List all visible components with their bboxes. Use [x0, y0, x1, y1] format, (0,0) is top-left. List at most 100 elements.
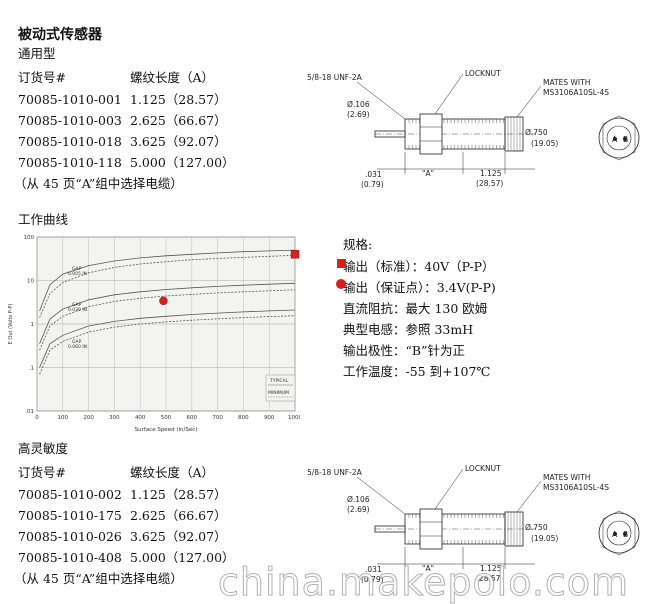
series-3-typical-line [39, 282, 296, 344]
sensor-outline [356, 468, 640, 569]
spec-item: 典型电感：参照 33mH [343, 322, 474, 337]
x-axis-label: Surface Speed (in/Sec) [135, 427, 198, 433]
x-tick-label: 700 [212, 415, 223, 421]
dia-large-label: Ø.750 [525, 523, 548, 532]
thread-header: 螺纹长度（A） [130, 70, 215, 85]
table-row: 70085-1010-118 5.000（127.00） [18, 152, 235, 171]
pin-b-label: B [623, 135, 628, 144]
x-tick-label: 400 [135, 415, 146, 421]
curve-title: 工作曲线 [18, 212, 69, 227]
series-2-minimum-line [39, 254, 296, 318]
dia-small-mm: (2.69) [347, 110, 370, 119]
spec-item: 直流阻抗：最大 130 欧姆 [343, 301, 488, 316]
locknut-label: LOCKNUT [465, 464, 501, 473]
spec-item: 工作温度：-55 到+107℃ [343, 364, 491, 379]
y-tick-label: 10 [27, 279, 34, 285]
x-tick-label: 800 [238, 415, 249, 421]
spec-item: 输出（保证点）：3.4V(P-P) [336, 277, 496, 296]
series-5-typical-line [39, 309, 296, 368]
thread-length: 1.125（28.57） [130, 92, 227, 107]
dim-031-mm: (0.79) [361, 575, 384, 584]
x-tick-label: 100 [58, 415, 69, 421]
dim-031: .031 [365, 170, 382, 179]
series-4-minimum-line [39, 289, 296, 351]
dia-small-label: Ø.106 [347, 100, 370, 109]
dia-large-mm: (19.05) [531, 139, 558, 148]
series-6-minimum-line [39, 315, 296, 375]
pin-a-label: A [612, 530, 618, 539]
chart-legend: TYPICAL MINIMUM [265, 374, 296, 402]
dia-small-mm: (2.69) [347, 505, 370, 514]
thread-length: 2.625（66.67） [130, 508, 227, 523]
watermark: china.makepolo.com [217, 560, 630, 604]
thread-length: 5.000（127.00） [130, 550, 235, 565]
x-tick-label: 200 [83, 415, 94, 421]
thread-length: 5.000（127.00） [130, 155, 235, 170]
square-marker-icon [337, 259, 346, 268]
table-row: 70085-1010-018 3.625（92.07） [18, 131, 227, 150]
part-number: 70085-1010-175 [18, 508, 122, 523]
x-tick-label: 0 [35, 415, 39, 421]
thread-length: 1.125（28.57） [130, 487, 227, 502]
part-number: 70085-1010-003 [18, 113, 122, 128]
section1-header: 订货号# 螺纹长度（A） [18, 67, 214, 86]
circle-data-marker [159, 296, 168, 306]
mates-part-label: MS3106A10SL-4S [543, 483, 609, 492]
spec-item: 输出（标准）：40V（P-P） [337, 256, 495, 275]
pin-b [623, 137, 627, 141]
section2-header: 订货号# 螺纹长度（A） [18, 462, 214, 481]
dim-a: "A" [422, 564, 434, 573]
thread-length: 3.625（92.07） [130, 134, 227, 149]
part-number: 70085-1010-118 [18, 155, 122, 170]
end-view-outer [598, 512, 640, 554]
y-tick-label: 1 [31, 322, 35, 328]
mates-label: MATES WITH [543, 473, 590, 482]
dim-031-mm: (0.79) [361, 180, 384, 189]
table-row: 70085-1010-002 1.125（28.57） [18, 484, 227, 503]
page-title: 被动式传感器 [18, 27, 102, 43]
x-tick-label: 500 [161, 415, 172, 421]
part-number: 70085-1010-002 [18, 487, 122, 502]
cable-note: （从 45 页“A”组中选择电缆） [14, 571, 183, 586]
part-header: 订货号# [18, 465, 66, 480]
dim-a: "A" [422, 169, 434, 178]
mates-label: MATES WITH [543, 78, 590, 87]
part-number: 70085-1010-026 [18, 529, 122, 544]
square-data-marker [290, 250, 300, 259]
pin-a [613, 137, 617, 141]
sensor-drawing-1: 5/8-18 UNF-2A LOCKNUT MATES WITH MS3106A… [307, 69, 640, 189]
y-axis-label: E Out (Volts P-P) [8, 304, 14, 345]
cable-note: （从 45 页“A”组中选择电缆） [14, 176, 183, 191]
mates-part-label: MS3106A10SL-4S [543, 88, 609, 97]
circle-marker-icon [336, 279, 346, 289]
x-tick-label: 600 [187, 415, 198, 421]
pin-a-label: A [612, 135, 618, 144]
spec-item: 输出极性：“B”针为正 [343, 343, 465, 358]
thread-header: 螺纹长度（A） [130, 465, 215, 480]
spec-heading: 规格: [343, 237, 373, 252]
end-view-outer [598, 117, 640, 159]
x-tick-label: 900 [264, 415, 275, 421]
dim-031: .031 [365, 565, 382, 574]
table-row: 70085-1010-026 3.625（92.07） [18, 526, 227, 545]
dia-large-label: Ø.750 [525, 128, 548, 137]
dim-1125: 1.125 [480, 169, 502, 178]
x-tick-label: 300 [109, 415, 120, 421]
pin-b [623, 532, 627, 536]
dim-1125-mm: (28.57) [476, 179, 503, 188]
y-tick-label: .1 [29, 366, 34, 372]
pin-a [613, 532, 617, 536]
dim-1125-mm: (28.57) [476, 574, 503, 583]
dim-1125: 1.125 [480, 564, 502, 573]
thread-spec-label: 5/8-18 UNF-2A [307, 468, 363, 477]
part-number: 70085-1010-018 [18, 134, 122, 149]
thread-length: 3.625（92.07） [130, 529, 227, 544]
part-header: 订货号# [18, 70, 66, 85]
